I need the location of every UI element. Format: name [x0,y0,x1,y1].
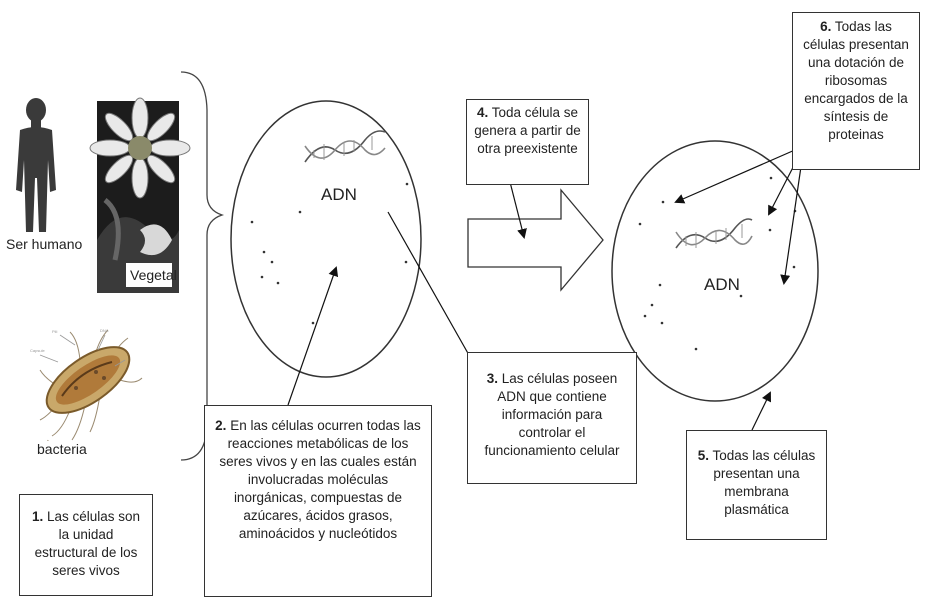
statement-6-text: Todas las células presentan una dotación… [803,19,909,142]
vegetal-label-bg [126,263,172,287]
pointer-3 [387,211,479,372]
pointer-4 [509,181,527,239]
left-cell-dna-label: ADN [321,185,357,204]
grouping-brace [180,71,225,461]
human-label: Ser humano [6,236,83,252]
statement-1-number: 1. [31,509,44,524]
statement-4-box: 4. Toda célula se genera a partir de otr… [466,99,589,185]
statement-4-text: Toda célula se genera a partir de otra p… [474,105,581,156]
svg-text:Pili: Pili [52,329,57,334]
bacteria-label: bacteria [34,441,90,457]
dna-helix-icon-right [675,218,753,249]
right-cell-dna-label: ADN [704,275,740,294]
statement-3-box: 3. Las células poseen ADN que contiene i… [467,352,637,484]
human-silhouette-icon [16,98,56,232]
pointer-2 [287,266,339,406]
svg-text:Capsule: Capsule [30,348,45,353]
left-cell-ribosomes [250,182,409,325]
vegetal-label: Vegetal [130,267,177,283]
statement-3-number: 3. [486,371,498,386]
right-cell-ribosomes [638,176,797,351]
statement-4-number: 4. [476,105,489,120]
statement-6-box: 6. Todas las células presentan una dotac… [792,12,920,170]
left-cell-membrane [230,100,422,378]
dna-helix-icon [304,130,386,163]
statement-1-box: 1. Las células son la unidad estructural… [19,494,153,596]
pointer-5 [751,391,771,431]
statement-3-text: Las células poseen ADN que contiene info… [484,371,620,458]
statement-2-text: En las células ocurren todas las reaccio… [219,418,421,541]
flower-icon [89,97,191,293]
statement-5-number: 5. [697,448,709,463]
statement-5-box: 5. Todas las células presentan una membr… [686,430,827,540]
statement-5-text: Todas las células presentan una membrana… [712,448,816,517]
svg-text:DNA: DNA [100,328,109,333]
right-cell-membrane [611,140,819,402]
statement-1-text: Las células son la unidad estructural de… [34,509,141,578]
pointer-6a [674,145,805,204]
statement-2-box: 2. En las células ocurren todas las reac… [204,405,432,597]
statement-2-number: 2. [215,418,227,433]
statement-6-number: 6. [820,19,832,34]
arrow-right-icon [467,188,604,292]
